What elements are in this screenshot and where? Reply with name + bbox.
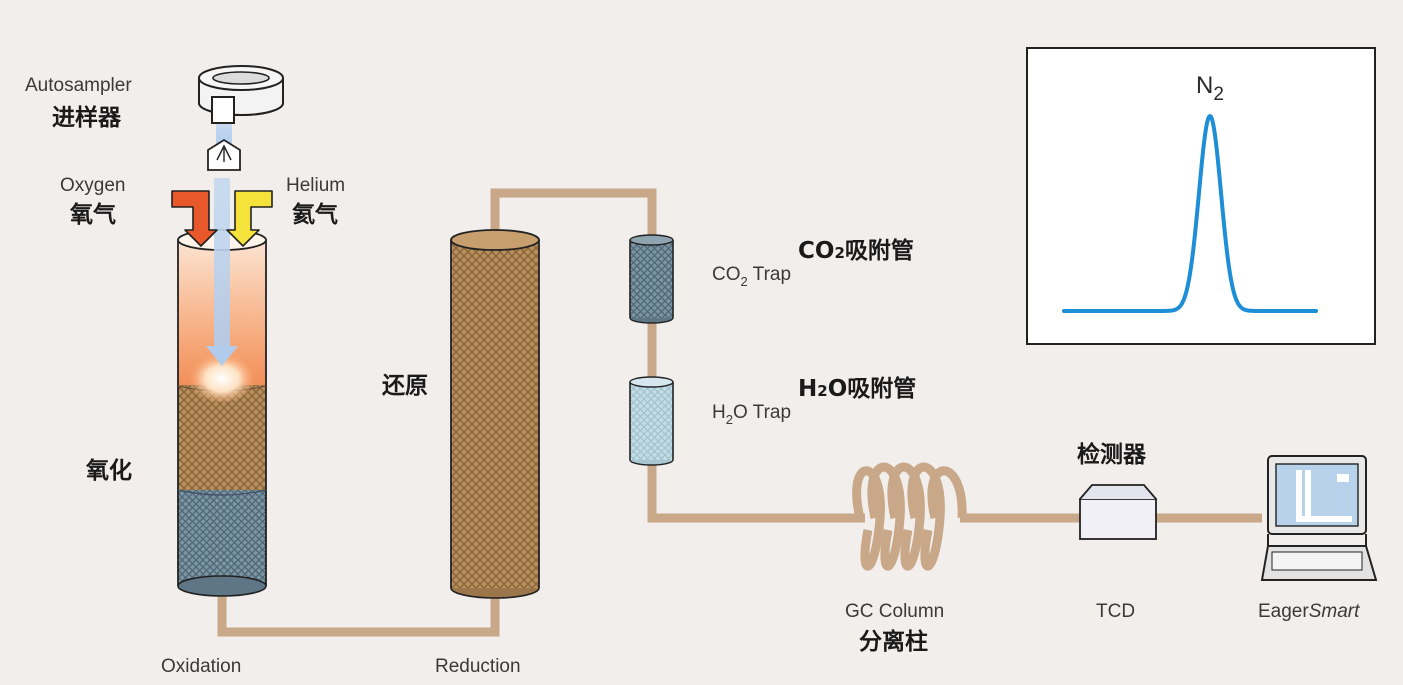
oxygen-label-en: Oxygen [60, 175, 125, 196]
gc-column-coil [852, 462, 967, 571]
reduction-label-cn: 还原 [382, 373, 428, 399]
autosampler [198, 65, 284, 124]
co2-trap [629, 234, 674, 324]
oxidation-reactor [177, 178, 267, 597]
sample-capsule-icon [207, 138, 241, 171]
tcd-label-en: TCD [1096, 601, 1135, 622]
helium-inlet-arrow [226, 190, 273, 247]
combustion-glow [188, 350, 256, 402]
helium-label-cn: 氦气 [292, 201, 338, 228]
helium-label-en: Helium [286, 175, 345, 196]
reduction-reactor [450, 229, 540, 599]
gc-column-label-cn: 分离柱 [859, 628, 928, 655]
reduction-label-en: Reduction [435, 656, 521, 677]
h2o-trap-label-cn: H2O吸附管 [798, 375, 916, 402]
h2o-trap-label-en: H2O Trap [712, 402, 791, 427]
computer-icon [1260, 455, 1378, 581]
gas-flow-tubing [217, 188, 1262, 637]
co2-trap-label-cn: CO2吸附管 [798, 237, 914, 264]
sample-drop-stream [214, 178, 230, 348]
sample-drop-path [216, 124, 232, 146]
autosampler-label-cn: 进样器 [52, 104, 122, 131]
autosampler-label-en: Autosampler [25, 75, 132, 96]
oxidation-label-cn: 氧化 [85, 457, 132, 484]
detector-label-cn: 检测器 [1077, 441, 1147, 468]
chromatogram-panel: N2 [1026, 47, 1376, 345]
gc-column-label-en: GC Column [845, 601, 944, 622]
tcd-detector [1079, 484, 1157, 540]
oxidation-label-en: Oxidation [161, 656, 241, 677]
h2o-trap [629, 376, 674, 466]
n2-peak-trace [1062, 114, 1318, 313]
peak-label: N2 [1196, 72, 1224, 105]
oxygen-label-cn: 氧气 [69, 201, 116, 228]
oxygen-inlet-arrow [171, 190, 218, 247]
eagersmart-label: EagerSmart [1258, 601, 1360, 622]
sample-drop-arrowhead [206, 346, 238, 366]
co2-trap-label-en: CO2 Trap [712, 264, 791, 289]
